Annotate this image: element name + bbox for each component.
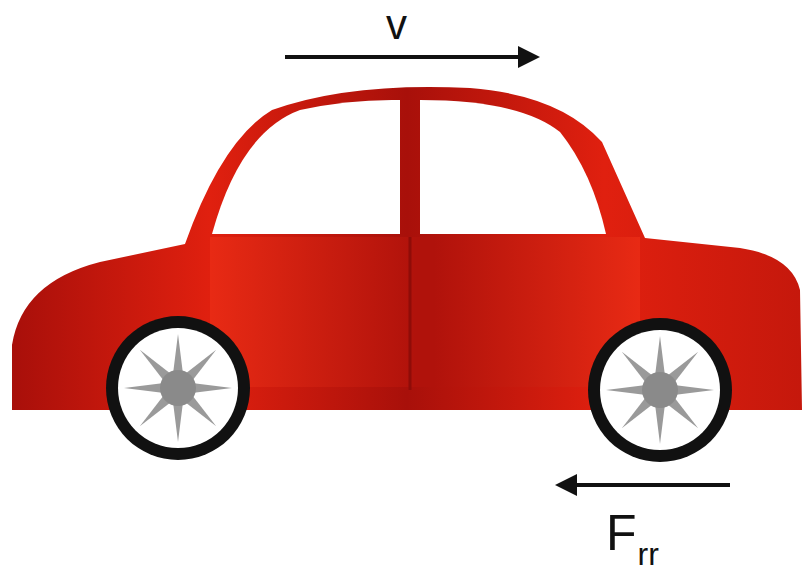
velocity-symbol: v [386, 4, 407, 46]
car-window [212, 100, 400, 234]
velocity-arrow [285, 55, 528, 59]
arrowhead [555, 474, 577, 496]
door-seam [409, 237, 412, 390]
wheel [106, 316, 250, 460]
arrowhead [518, 46, 540, 68]
force-symbol: F [606, 508, 637, 558]
car-door [210, 237, 640, 387]
force-arrow [567, 483, 730, 487]
wheel [588, 318, 732, 462]
force-subscript: rr [638, 538, 659, 570]
car-window [420, 100, 606, 234]
